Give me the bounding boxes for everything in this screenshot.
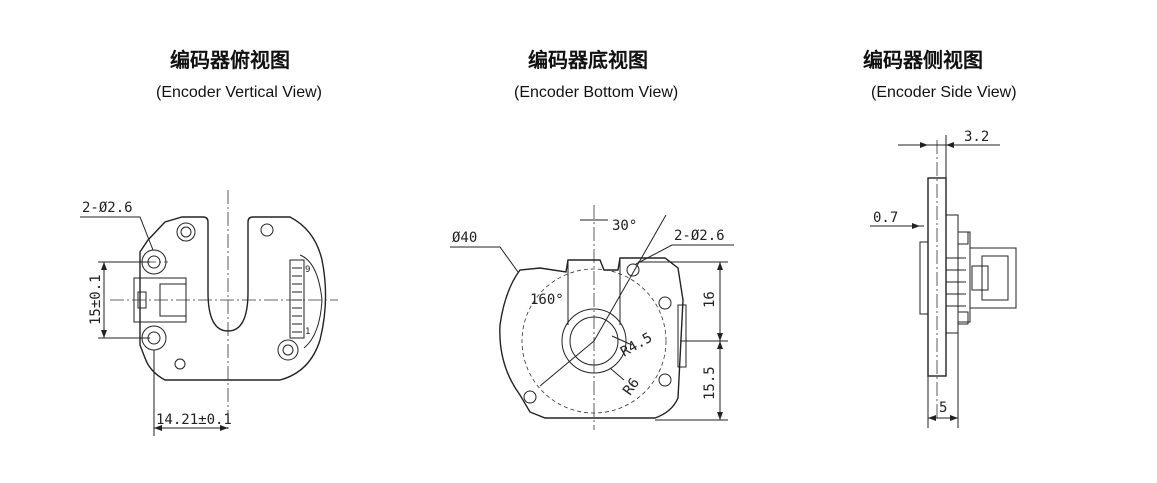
side-view-drawing: 3.2 0.7 5 [870, 129, 1017, 428]
vertical-view-holes-leader [80, 216, 154, 251]
vertical-view-hole-a [176, 222, 196, 242]
side-view-connector-frame [969, 247, 1017, 309]
bottom-view-dim-arrow-4 [717, 412, 723, 420]
bottom-view-hole-bottom-left [523, 390, 537, 404]
vertical-view-outline [139, 216, 327, 381]
bottom-view-angle-30-label: 30° [612, 218, 637, 234]
vertical-view-holes-label: 2-Ø2.6 [82, 200, 133, 216]
vertical-view-drawing: 9 1 2-Ø2.6 15±0.1 14.21±0.1 [80, 190, 338, 436]
vertical-view-pin-bottom-label: 1 [305, 327, 310, 337]
vertical-view-inner-edge [299, 254, 323, 349]
vertical-view-hole-d [174, 358, 186, 370]
bottom-view-hole-right-upper [658, 296, 672, 310]
vertical-view-dim-width-label: 14.21±0.1 [156, 412, 232, 428]
side-view-title: 编码器侧视图 [863, 48, 983, 72]
bottom-view-radius-line [539, 340, 595, 387]
bottom-view-diameter-leader [450, 246, 519, 273]
bottom-view-diameter-label: Ø40 [452, 230, 477, 246]
side-view-connector-latch [971, 265, 989, 291]
bottom-view-dim-16-label: 16 [702, 291, 718, 308]
bottom-view-dim-arrow-1 [717, 262, 723, 270]
side-view-connector-inner [981, 255, 1009, 301]
side-view-bottom-bump [957, 311, 969, 325]
bottom-view-angle-160-label: 160° [530, 292, 564, 308]
bottom-view-drawing: Ø40 30° 2-Ø2.6 160° R4.5 R6 16 15.5 [450, 205, 734, 430]
bottom-view-holes-leader [635, 244, 734, 265]
bottom-view-r6-leader [609, 367, 625, 381]
bottom-view-r6-label: R6 [620, 375, 643, 398]
side-view-dim-32-arrow-right [946, 142, 954, 148]
side-view-connector-body [957, 231, 971, 323]
bottom-view-r45-leader [611, 335, 633, 346]
vertical-view-dim-15-arrow-top [101, 262, 107, 270]
vertical-view-hole-c [277, 339, 299, 361]
vertical-view-hole-b [260, 223, 274, 237]
vertical-view-pin-header [289, 259, 305, 339]
bottom-view-subtitle: (Encoder Bottom View) [514, 84, 679, 101]
bottom-view-right-tab [677, 304, 687, 368]
side-view-thin-layer [919, 241, 929, 315]
bottom-view-dim-arrow-3 [717, 341, 723, 349]
side-view-dim-32-arrow-left [920, 142, 928, 148]
bottom-view-hole-right-lower [658, 373, 672, 387]
side-view-top-bump [957, 231, 969, 245]
bottom-view-angle-line [593, 214, 667, 342]
side-view-subtitle: (Encoder Side View) [871, 84, 1017, 101]
vertical-view-dim-15-arrow-bottom [101, 330, 107, 338]
side-view-pins [946, 257, 966, 307]
vertical-view-subtitle: (Encoder Vertical View) [156, 84, 322, 101]
bottom-view-title: 编码器底视图 [528, 48, 648, 72]
vertical-view-dim-width-arrow-right [220, 425, 228, 431]
bottom-view-r45-label: R4.5 [618, 330, 655, 361]
bottom-view-dim-arrow-2 [717, 333, 723, 341]
side-view-dim-5-label: 5 [939, 400, 947, 416]
vertical-view-hole-a-inner [180, 226, 192, 238]
bottom-view-hole-top-right [626, 263, 640, 277]
side-view-dim-5-arrow-right [950, 415, 958, 421]
vertical-view-pin-lines [292, 267, 302, 333]
vertical-view-pin-top-label: 9 [305, 265, 310, 275]
side-view-dim-07-arrow [912, 223, 920, 229]
bottom-view-outline [499, 257, 684, 419]
vertical-view-hole-c-inner [282, 344, 294, 356]
bottom-view-dim-155-label: 15.5 [702, 366, 718, 400]
vertical-view-dim-15-label: 15±0.1 [88, 274, 104, 325]
side-view-dim-32-label: 3.2 [964, 129, 989, 145]
side-view-plate-ledge [945, 214, 959, 334]
side-view-dim-5-arrow-left [928, 415, 936, 421]
vertical-view-title: 编码器俯视图 [170, 48, 290, 72]
bottom-view-holes-label: 2-Ø2.6 [674, 228, 725, 244]
side-view-dim-07-label: 0.7 [873, 210, 898, 226]
vertical-view-dim-width-arrow-left [154, 425, 162, 431]
